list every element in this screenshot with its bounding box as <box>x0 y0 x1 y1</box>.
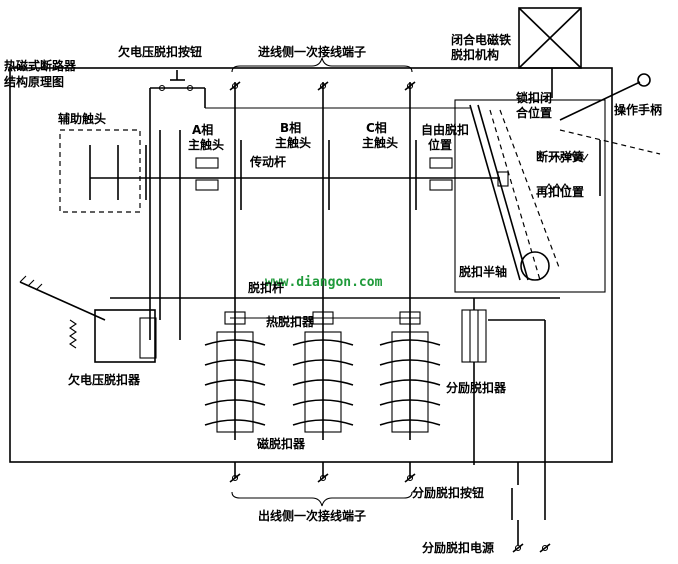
handle-label: 操作手柄 <box>614 102 662 117</box>
free-trip-label: 自由脱扣位置 <box>421 122 469 152</box>
phase-a-line2: 主触头 <box>188 137 224 152</box>
lock-close-line2: 合位置 <box>516 105 552 120</box>
closing-electromagnet <box>518 7 582 98</box>
undervoltage-button-label: 欠电压脱扣按钮 <box>118 44 202 59</box>
aux-contacts-label: 辅助触头 <box>58 111 106 126</box>
trip-rod-label: 脱扣杆 <box>248 280 284 295</box>
trip-mechanism-box <box>454 99 606 293</box>
trip-linkage <box>469 73 661 281</box>
shunt-power-label: 分励脱扣电源 <box>422 540 494 555</box>
closing-em-line2: 脱扣机构 <box>451 47 499 62</box>
relatch-label: 再扣位置 <box>536 184 584 199</box>
shunt-release-label: 分励脱扣器 <box>446 380 507 395</box>
phase-b-line2: 主触头 <box>275 135 311 150</box>
title-label: 热磁式断路器结构原理图 <box>4 58 77 89</box>
closing-em-label: 闭合电磁铁脱扣机构 <box>451 32 511 62</box>
watermark: www.diangon.com <box>265 275 383 290</box>
line-side-terminal-label: 进线侧一次接线端子 <box>258 44 366 59</box>
shunt-release-symbol <box>461 298 546 520</box>
shunt-button-symbol[interactable] <box>511 462 519 545</box>
phase-c-label: C相主触头 <box>362 120 398 150</box>
phase-b-line1: B相 <box>280 120 301 135</box>
lock-close-label: 锁扣闭合位置 <box>516 90 552 120</box>
breaking-spring-label: 断开弹簧 <box>536 149 584 164</box>
main-contacts <box>195 140 453 210</box>
trip-half-shaft-label: 脱扣半轴 <box>459 264 507 279</box>
breaker-frame <box>9 67 613 463</box>
shunt-button-label: 分励脱扣按钮 <box>412 485 484 500</box>
phase-a-label: A相主触头 <box>188 122 224 152</box>
load-side-terminal-label: 出线侧一次接线端子 <box>258 508 366 523</box>
transmission-rod-label: 传动杆 <box>249 154 286 169</box>
phase-b-label: B相主触头 <box>275 120 311 150</box>
load-side-terminals <box>229 462 416 507</box>
undervoltage-release-symbol <box>19 275 157 363</box>
thermal-release-label: 热脱扣器 <box>266 314 315 329</box>
shunt-power-terminals <box>512 543 551 553</box>
phase-c-line1: C相 <box>366 120 387 135</box>
closing-em-line1: 闭合电磁铁 <box>451 32 511 47</box>
phase-c-line2: 主触头 <box>362 135 398 150</box>
title-line2: 结构原理图 <box>4 74 64 89</box>
free-trip-line1: 自由脱扣 <box>421 122 469 137</box>
magnetic-release-coils <box>204 331 441 433</box>
undervoltage-button-symbol[interactable] <box>149 70 470 340</box>
phase-a-line1: A相 <box>192 122 213 137</box>
title-line1: 热磁式断路器 <box>4 58 77 73</box>
lock-close-line1: 锁扣闭 <box>516 90 552 105</box>
magnetic-release-label: 磁脱扣器 <box>256 436 306 451</box>
undervoltage-release-label: 欠电压脱扣器 <box>68 372 141 387</box>
aux-contacts-box <box>59 129 500 340</box>
free-trip-line2: 位置 <box>428 137 452 152</box>
thermal-releases <box>224 311 421 325</box>
